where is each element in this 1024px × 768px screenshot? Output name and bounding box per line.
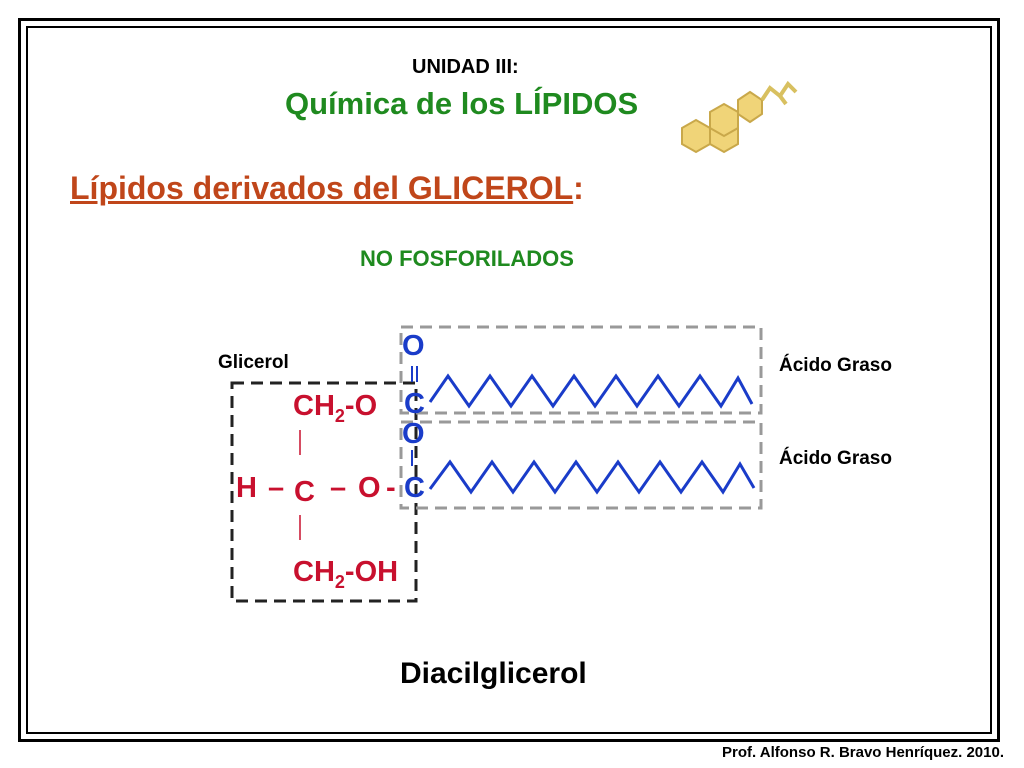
fatty-acid-chain-2	[428, 459, 756, 495]
glycerol-box	[230, 381, 418, 603]
carbonyl-c-1: C	[404, 388, 425, 420]
fatty-acid-chain-1	[428, 373, 754, 409]
unit-label: UNIDAD III:	[412, 56, 519, 78]
ch2oh-subscript: 2	[334, 571, 345, 592]
ch2oh-ch: CH	[293, 556, 335, 588]
subsection-title: NO FOSFORILADOS	[360, 246, 574, 271]
section-title: Lípidos derivados del GLICEROL:	[70, 170, 584, 207]
carbonyl-o-1: O	[402, 330, 425, 362]
fatty-acid-box-1	[399, 325, 763, 415]
section-title-text: Lípidos derivados del GLICEROL	[70, 170, 574, 206]
ch2o-group: CH2-O	[293, 390, 377, 427]
unit-title: Química de los LÍPIDOS	[285, 86, 639, 121]
product-name: Diacilglicerol	[400, 657, 587, 690]
fatty-acid-label-1: Ácido Graso	[779, 355, 892, 376]
fatty-acid-label-2: Ácido Graso	[779, 448, 892, 469]
h-atom: H	[236, 472, 257, 504]
bond-dash-3: -	[386, 472, 396, 504]
ch2oh-group: CH2-OH	[293, 556, 398, 593]
bond-dash-2: –	[330, 472, 347, 504]
carbonyl-c-2: C	[404, 472, 425, 504]
fatty-acid-box-2	[399, 420, 763, 510]
section-title-colon: :	[573, 170, 584, 206]
outer-frame	[18, 18, 1000, 742]
ester-o-atom: O	[358, 472, 381, 504]
central-c-atom: C	[294, 476, 315, 508]
author-credit: Prof. Alfonso R. Bravo Henríquez. 2010.	[722, 744, 1005, 761]
glycerol-label: Glicerol	[218, 352, 289, 373]
ch2o-ch: CH	[293, 390, 335, 422]
ch2o-tail: -O	[344, 390, 378, 422]
steroid-structure-icon	[681, 80, 798, 154]
ch2oh-tail: -OH	[344, 556, 399, 588]
carbonyl-o-2: O	[402, 418, 425, 450]
bond-dash-1: –	[268, 472, 285, 504]
ch2o-subscript: 2	[334, 405, 345, 426]
inner-frame	[26, 26, 992, 734]
